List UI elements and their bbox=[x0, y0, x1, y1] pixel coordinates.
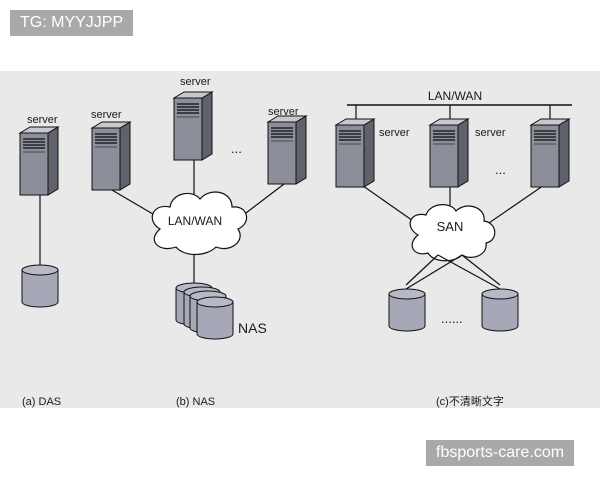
san-link-3 bbox=[485, 180, 551, 226]
san-bus-label: LAN/WAN bbox=[428, 89, 482, 103]
nas-storage-stack bbox=[175, 282, 234, 340]
san-disk-1 bbox=[388, 288, 426, 332]
san-disk-ellipsis: ...... bbox=[441, 311, 463, 326]
nas-server-3 bbox=[267, 115, 307, 185]
san-server-label-1: server bbox=[379, 127, 410, 139]
san-server-1 bbox=[335, 118, 375, 188]
nas-storage-label: NAS bbox=[238, 320, 267, 336]
nas-cloud-label: LAN/WAN bbox=[168, 214, 222, 228]
das-server bbox=[19, 126, 59, 196]
san-section: LAN/WAN server server ... SAN ...... bbox=[335, 89, 572, 408]
diagram-canvas: server (a) DAS server server ... server … bbox=[19, 76, 572, 408]
san-disk-link-4 bbox=[461, 254, 501, 286]
storage-architecture-diagram: server (a) DAS server server ... server … bbox=[0, 71, 600, 408]
san-cloud bbox=[409, 204, 496, 262]
watermark-bottom: fbsports-care.com bbox=[426, 440, 575, 466]
nas-caption: (b) NAS bbox=[176, 396, 215, 408]
nas-server-label-2: server bbox=[180, 76, 211, 88]
nas-server-ellipsis: ... bbox=[231, 141, 242, 156]
das-caption: (a) DAS bbox=[22, 396, 61, 408]
nas-server-2 bbox=[173, 91, 213, 161]
san-caption: (c)不清晰文字 bbox=[436, 394, 504, 408]
nas-link-3 bbox=[237, 180, 289, 220]
san-cloud-label: SAN bbox=[437, 219, 464, 234]
san-server-ellipsis: ... bbox=[495, 162, 506, 177]
nas-link-1 bbox=[111, 189, 159, 218]
san-server-2 bbox=[429, 118, 469, 188]
san-disk-link-3 bbox=[405, 254, 463, 290]
das-section: server (a) DAS bbox=[19, 114, 61, 408]
san-link-1 bbox=[355, 180, 417, 224]
san-server-3 bbox=[530, 118, 570, 188]
san-disk-2 bbox=[481, 288, 519, 332]
nas-server-label-1: server bbox=[91, 109, 122, 121]
san-disk-link-1 bbox=[405, 254, 439, 286]
watermark-top: TG: MYYJJPP bbox=[10, 10, 134, 36]
nas-cloud bbox=[151, 191, 248, 256]
nas-server-label-3: server bbox=[268, 106, 299, 118]
san-server-label-2: server bbox=[475, 127, 506, 139]
das-server-label: server bbox=[27, 114, 58, 126]
nas-server-1 bbox=[91, 121, 131, 191]
san-disk-link-2 bbox=[437, 254, 501, 290]
nas-section: server server ... server LAN/WAN NAS (b)… bbox=[91, 76, 307, 408]
das-disk bbox=[21, 264, 59, 308]
